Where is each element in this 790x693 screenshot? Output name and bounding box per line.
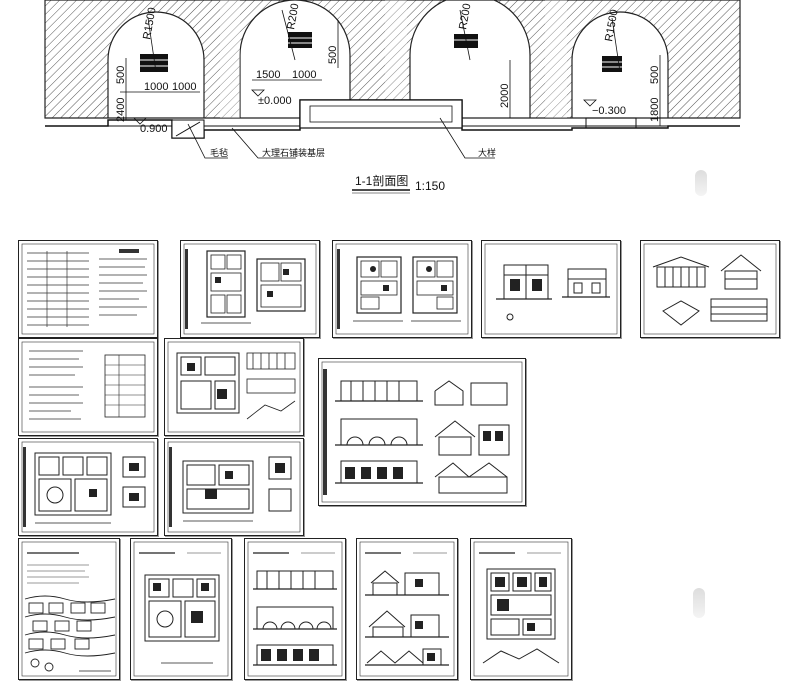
sheet-plan-detail-2[interactable]: [164, 438, 304, 536]
dim-1000-b: 1000: [172, 81, 196, 93]
sheet-site-plan[interactable]: [164, 338, 304, 436]
sheet-ground-floor-plan[interactable]: [130, 538, 232, 680]
dim-radius-4: R1500: [603, 9, 620, 43]
dim-500-left: 500: [115, 66, 127, 84]
section-title: 1-1剖面图: [355, 174, 408, 188]
dim-500-mid: 500: [327, 46, 339, 64]
sheet-sections[interactable]: [356, 538, 458, 680]
sheet-thumbnail: [183, 243, 317, 335]
sheet-design-notes[interactable]: [18, 240, 158, 338]
sheet-thumbnail: [484, 243, 618, 335]
sheet-elevations-sections[interactable]: [318, 358, 526, 506]
sheet-thumbnail: [321, 361, 523, 503]
sheet-thumbnail: [247, 541, 343, 677]
sheet-floor-plans-2[interactable]: [332, 240, 472, 338]
watermark-mark-bottom: [693, 588, 705, 618]
sheet-thumbnail: [133, 541, 229, 677]
callout-right: 大样: [478, 147, 496, 158]
dim-radius-1: R1500: [141, 7, 158, 41]
sheet-thumbnail: [335, 243, 469, 335]
vent-grilles: [140, 32, 622, 72]
dim-2400: 2400: [115, 98, 127, 122]
hatched-wall-mass: [44, 0, 741, 119]
sheet-thumbnail: [359, 541, 455, 677]
dim-radius-2: R200: [285, 3, 301, 31]
dim-500-right: 500: [649, 66, 661, 84]
sheet-site-overview[interactable]: [18, 538, 120, 680]
sheet-floor-plans-1[interactable]: [180, 240, 320, 338]
sheet-thumbnail: [473, 541, 569, 677]
level-left: 0.900: [140, 123, 168, 135]
callout-left: 毛毡: [210, 147, 228, 158]
dim-1800: 1800: [649, 98, 661, 122]
dim-1000-a: 1000: [144, 81, 168, 93]
dim-1000-c: 1000: [292, 69, 316, 81]
callout-middle: 大理石铺装基层: [262, 147, 325, 158]
dim-radius-3: R200: [457, 3, 473, 31]
sheet-thumbnail: [21, 441, 155, 533]
sheet-thumbnail: [21, 243, 155, 335]
sheet-thumbnail: [643, 243, 777, 335]
sheet-thumbnail: [21, 541, 117, 677]
sheet-elevations-2[interactable]: [640, 240, 780, 338]
sheet-thumbnail: [167, 341, 301, 433]
sheet-schedule[interactable]: [18, 338, 158, 436]
sheet-elevations-1[interactable]: [481, 240, 621, 338]
sheet-elevations-3[interactable]: [244, 538, 346, 680]
level-zero: ±0.000: [258, 95, 292, 107]
sheet-thumbnail: [167, 441, 301, 533]
sheet-plan-detail-1[interactable]: [18, 438, 158, 536]
section-scale: 1:150: [415, 179, 445, 193]
dim-2000: 2000: [499, 84, 511, 108]
dim-1500: 1500: [256, 69, 280, 81]
sheet-thumbnail: [21, 341, 155, 433]
section-drawing: R1500 R200 R200 R1500 500 2400 1000 1000…: [44, 0, 741, 194]
watermark-mark-top: [695, 170, 707, 196]
sheet-roof-plan[interactable]: [470, 538, 572, 680]
level-right: −0.300: [592, 105, 626, 117]
